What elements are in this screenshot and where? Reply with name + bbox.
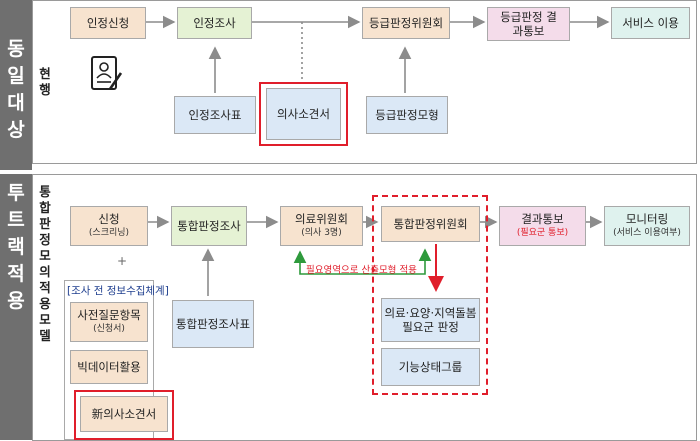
pilot-committee: 통합판정위원회 (381, 206, 480, 242)
pilot-big-data: 빅데이터활용 (70, 350, 148, 384)
box-title: 사전질문항목 (77, 308, 141, 322)
box-title: 신청 (98, 212, 120, 226)
box-title: 모니터링 (625, 212, 669, 226)
box-title: 통합판정조사표 (175, 317, 251, 331)
current-step-committee: 등급판정위원회 (362, 7, 450, 39)
pilot-medical: 의료위원회 (의사 3명) (280, 206, 363, 246)
step-label: 등급판정위원회 (368, 16, 444, 30)
prep-label: [조사 전 정보수집체계] (67, 285, 169, 297)
input-label: 인정조사표 (188, 108, 242, 122)
current-input-model: 등급판정모형 (366, 96, 448, 134)
box-title: 통합판정위원회 (393, 217, 468, 231)
input-label: 의사소견서 (277, 107, 330, 121)
box-sub: (의사 3명) (301, 228, 342, 238)
step-label: 인정신청 (86, 16, 130, 30)
box-title: 결과통보 (521, 212, 564, 226)
plus-sign: + (117, 254, 128, 268)
current-input-survey-form: 인정조사표 (174, 96, 256, 134)
step-label: 등급판정 결과통보 (500, 10, 557, 38)
pilot-pre-question: 사전질문항목 (신청서) (70, 302, 148, 342)
box-sub: (서비스 이용여부) (613, 228, 681, 238)
pilot-survey: 통합판정조사 (171, 206, 247, 246)
sidebar-top-label: 동일대상 (7, 38, 25, 141)
sidebar-top (0, 0, 32, 170)
pilot-survey-form: 통합판정조사표 (172, 300, 254, 348)
current-input-opinion: 의사소견서 (266, 88, 341, 140)
pilot-apply: 신청 (스크리닝) (70, 206, 148, 246)
box-title: 新의사소견서 (91, 407, 157, 421)
sidebar-bottom-label: 투트랙적용 (7, 182, 25, 312)
step-label: 인정조사 (193, 16, 236, 30)
step-label: 서비스 이용 (622, 16, 679, 30)
box-title: 빅데이터활용 (77, 360, 141, 374)
box-title: 통합판정조사 (177, 219, 241, 233)
current-step-survey: 인정조사 (177, 7, 252, 39)
pilot-result: 결과통보 (필요군 통보) (499, 206, 586, 246)
new-opinion-highlight-frame (74, 390, 174, 440)
feedback-note: 필요영역으로 산출모형 적용 (306, 265, 417, 276)
sidebar-bottom (0, 174, 32, 440)
box-sub: (스크리닝) (88, 228, 130, 238)
box-title: 의료위원회 (295, 212, 348, 226)
opinion-highlight-frame (259, 82, 348, 146)
pilot-func: 기능상태그룹 (381, 348, 480, 386)
input-label: 등급판정모형 (375, 108, 439, 122)
pilot-label: 통합판정 모의적용 모델 (39, 184, 51, 343)
box-sub: (필요군 통보) (516, 228, 569, 238)
current-step-service: 서비스 이용 (611, 7, 690, 39)
pilot-new-opinion: 新의사소견서 (80, 396, 168, 432)
current-step-result: 등급판정 결과통보 (487, 7, 570, 41)
pilot-monitor: 모니터링 (서비스 이용여부) (604, 206, 690, 246)
committee-dashed-frame (372, 195, 488, 395)
current-label: 현행 (39, 66, 51, 97)
current-step-apply: 인정신청 (70, 7, 146, 39)
document-icon (91, 56, 123, 90)
box-title: 의료·요양·지역돌봄 필요군 판정 (384, 306, 477, 334)
box-title: 기능상태그룹 (398, 360, 463, 374)
pilot-need: 의료·요양·지역돌봄 필요군 판정 (381, 298, 480, 342)
box-sub: (신청서) (93, 324, 125, 334)
